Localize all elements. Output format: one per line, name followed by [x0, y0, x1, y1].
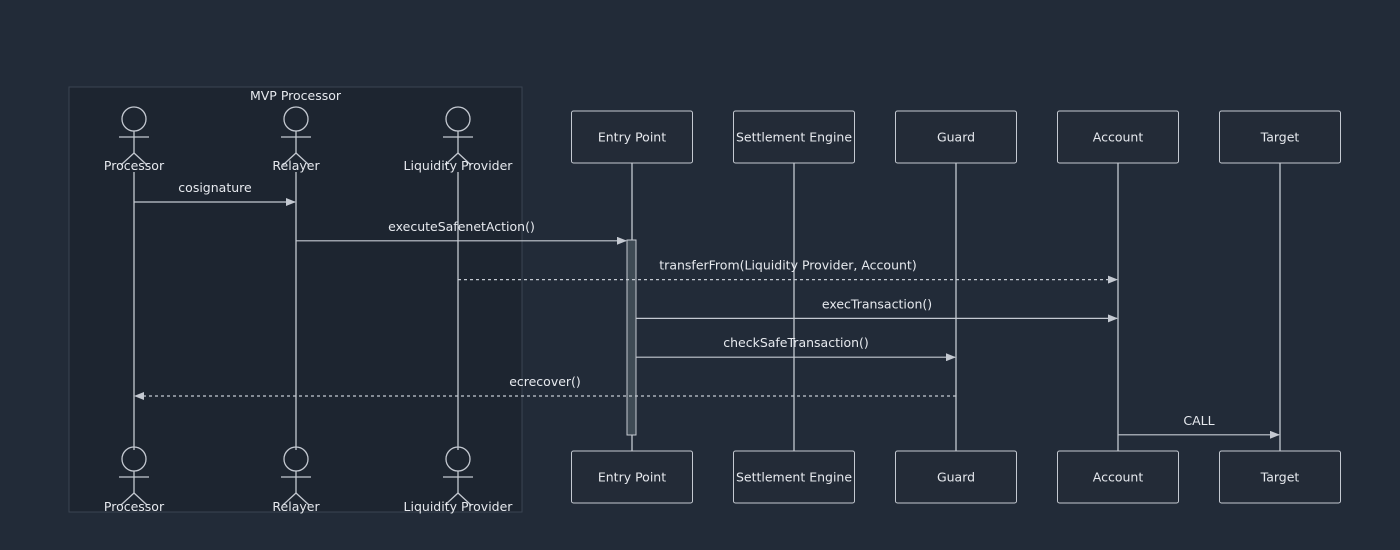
actor-label-processor-top: Processor — [104, 158, 165, 173]
lifelines — [133, 163, 1281, 451]
message-label-1: cosignature — [178, 180, 252, 195]
participant-account-bottom: Account — [1057, 450, 1179, 504]
activation-bar — [626, 239, 637, 436]
participant-label-entry-point-bottom: Entry Point — [598, 470, 666, 485]
actor-label-liquidity-provider-bottom: Liquidity Provider — [404, 499, 514, 514]
message-label-3: transferFrom(Liquidity Provider, Account… — [659, 258, 916, 273]
participant-label-guard-top: Guard — [937, 130, 975, 145]
participant-guard-bottom: Guard — [895, 450, 1017, 504]
actor-label-processor-bottom: Processor — [104, 499, 165, 514]
message-label-4: execTransaction() — [822, 296, 932, 311]
participant-label-target-top: Target — [1260, 130, 1300, 145]
message-4: execTransaction() — [636, 296, 1118, 323]
actor-processor-top: Processor — [104, 106, 165, 173]
actor-processor-bottom: Processor — [104, 446, 165, 514]
message-label-2: executeSafenetAction() — [388, 219, 535, 234]
message-3: transferFrom(Liquidity Provider, Account… — [458, 258, 1118, 284]
participant-label-account-top: Account — [1093, 130, 1144, 145]
message-7: CALL — [1118, 413, 1280, 439]
participant-label-target-bottom: Target — [1260, 470, 1300, 485]
message-5: checkSafeTransaction() — [636, 335, 956, 362]
actor-label-relayer-top: Relayer — [272, 158, 320, 173]
participant-label-entry-point-top: Entry Point — [598, 130, 666, 145]
actor-relayer-bottom: Relayer — [272, 446, 320, 514]
participant-account-top: Account — [1057, 110, 1179, 164]
message-2: executeSafenetAction() — [296, 219, 627, 245]
participant-entry-point-bottom: Entry Point — [571, 450, 693, 504]
message-1: cosignature — [134, 180, 296, 206]
messages: cosignature executeSafenetAction() transfe… — [134, 180, 1280, 439]
participant-label-settlement-engine-top: Settlement Engine — [736, 130, 852, 145]
group-label: MVP Processor — [250, 88, 342, 103]
participant-target-bottom: Target — [1219, 450, 1341, 504]
message-6: ecrecover() — [134, 374, 956, 400]
message-label-6: ecrecover() — [509, 374, 581, 389]
actor-relayer-top: Relayer — [272, 106, 320, 173]
actor-label-relayer-bottom: Relayer — [272, 499, 320, 514]
actor-liquidity-provider-bottom: Liquidity Provider — [404, 446, 514, 514]
participant-entry-point-top: Entry Point — [571, 110, 693, 164]
participant-label-guard-bottom: Guard — [937, 470, 975, 485]
actor-label-liquidity-provider-top: Liquidity Provider — [404, 158, 514, 173]
participant-settlement-engine-top: Settlement Engine — [733, 110, 855, 164]
message-label-7: CALL — [1183, 413, 1214, 428]
actors: ProcessorProcessorRelayerRelayerLiquidit… — [104, 106, 514, 514]
participant-settlement-engine-bottom: Settlement Engine — [733, 450, 855, 504]
participant-guard-top: Guard — [895, 110, 1017, 164]
message-label-5: checkSafeTransaction() — [723, 335, 869, 350]
participant-target-top: Target — [1219, 110, 1341, 164]
participant-label-settlement-engine-bottom: Settlement Engine — [736, 470, 852, 485]
participant-label-account-bottom: Account — [1093, 470, 1144, 485]
actor-liquidity-provider-top: Liquidity Provider — [404, 106, 514, 173]
